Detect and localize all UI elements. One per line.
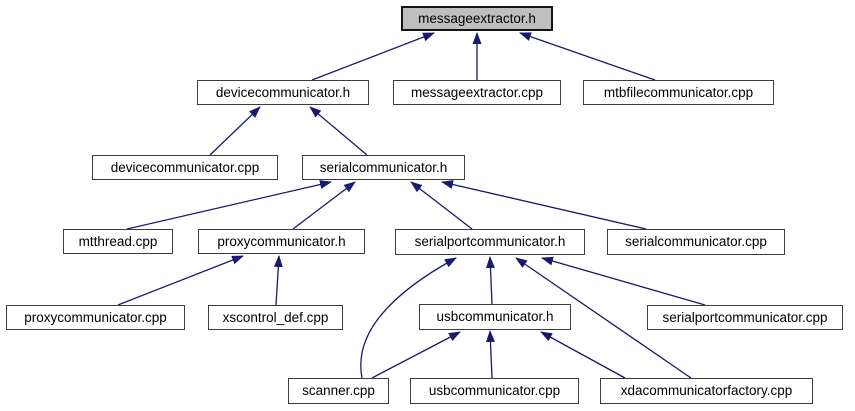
graph-edge-usbcommunicator-h-to-serialportcommunicator-h: [485, 256, 495, 305]
graph-node-devicecommunicator-h[interactable]: devicecommunicator.h: [197, 80, 369, 105]
graph-edge-mtbfilecommunicator-cpp-to-messageextractor-h: [519, 32, 656, 81]
graph-node-xdacommunicatorfactory-cpp[interactable]: xdacommunicatorfactory.cpp: [600, 378, 813, 404]
graph-edge-mtthread-cpp-to-serialcommunicator-h: [126, 180, 332, 230]
graph-node-messageextractor-cpp[interactable]: messageextractor.cpp: [393, 80, 561, 105]
graph-edge-xscontrol-def-cpp-to-proxycommunicator-h: [273, 255, 283, 306]
graph-edge-proxycommunicator-h-to-serialcommunicator-h: [292, 181, 356, 230]
graph-node-proxycommunicator-cpp[interactable]: proxycommunicator.cpp: [6, 305, 185, 330]
graph-edge-serialcommunicator-cpp-to-serialcommunicator-h: [441, 180, 647, 230]
graph-node-serialportcommunicator-h[interactable]: serialportcommunicator.h: [395, 229, 585, 255]
graph-node-messageextractor-h[interactable]: messageextractor.h: [401, 6, 553, 31]
graph-node-xscontrol-def-cpp[interactable]: xscontrol_def.cpp: [208, 305, 343, 330]
graph-node-usbcommunicator-h[interactable]: usbcommunicator.h: [419, 304, 571, 330]
graph-node-usbcommunicator-cpp[interactable]: usbcommunicator.cpp: [410, 378, 579, 404]
graph-node-serialcommunicator-h[interactable]: serialcommunicator.h: [302, 155, 465, 180]
graph-edge-serialportcommunicator-cpp-to-serialportcommunicator-h: [541, 256, 706, 306]
graph-edge-devicecommunicator-h-to-messageextractor-h: [311, 32, 435, 81]
graph-node-mtthread-cpp[interactable]: mtthread.cpp: [63, 229, 173, 254]
graph-edge-proxycommunicator-cpp-to-proxycommunicator-h: [117, 255, 244, 306]
graph-edge-xdacommunicatorfactory-cpp-to-serialportcommunicator-h: [515, 257, 692, 379]
graph-node-devicecommunicator-cpp[interactable]: devicecommunicator.cpp: [92, 155, 278, 180]
graph-node-scanner-cpp[interactable]: scanner.cpp: [288, 378, 389, 404]
graph-edge-serialportcommunicator-h-to-serialcommunicator-h: [410, 181, 473, 230]
graph-edge-scanner-cpp-to-usbcommunicator-h: [371, 331, 461, 379]
graph-node-serialcommunicator-cpp[interactable]: serialcommunicator.cpp: [607, 229, 785, 255]
graph-edge-serialcommunicator-h-to-devicecommunicator-h: [309, 106, 368, 156]
graph-edge-xdacommunicatorfactory-cpp-to-usbcommunicator-h: [540, 331, 626, 379]
graph-edge-devicecommunicator-cpp-to-devicecommunicator-h: [209, 106, 261, 156]
graph-node-serialportcommunicator-cpp[interactable]: serialportcommunicator.cpp: [647, 305, 843, 330]
graph-edge-usbcommunicator-cpp-to-usbcommunicator-h: [485, 330, 495, 379]
graph-node-proxycommunicator-h[interactable]: proxycommunicator.h: [198, 229, 365, 254]
graph-edge-scanner-cpp-to-serialportcommunicator-h: [360, 257, 457, 379]
graph-node-mtbfilecommunicator-cpp[interactable]: mtbfilecommunicator.cpp: [583, 80, 774, 105]
